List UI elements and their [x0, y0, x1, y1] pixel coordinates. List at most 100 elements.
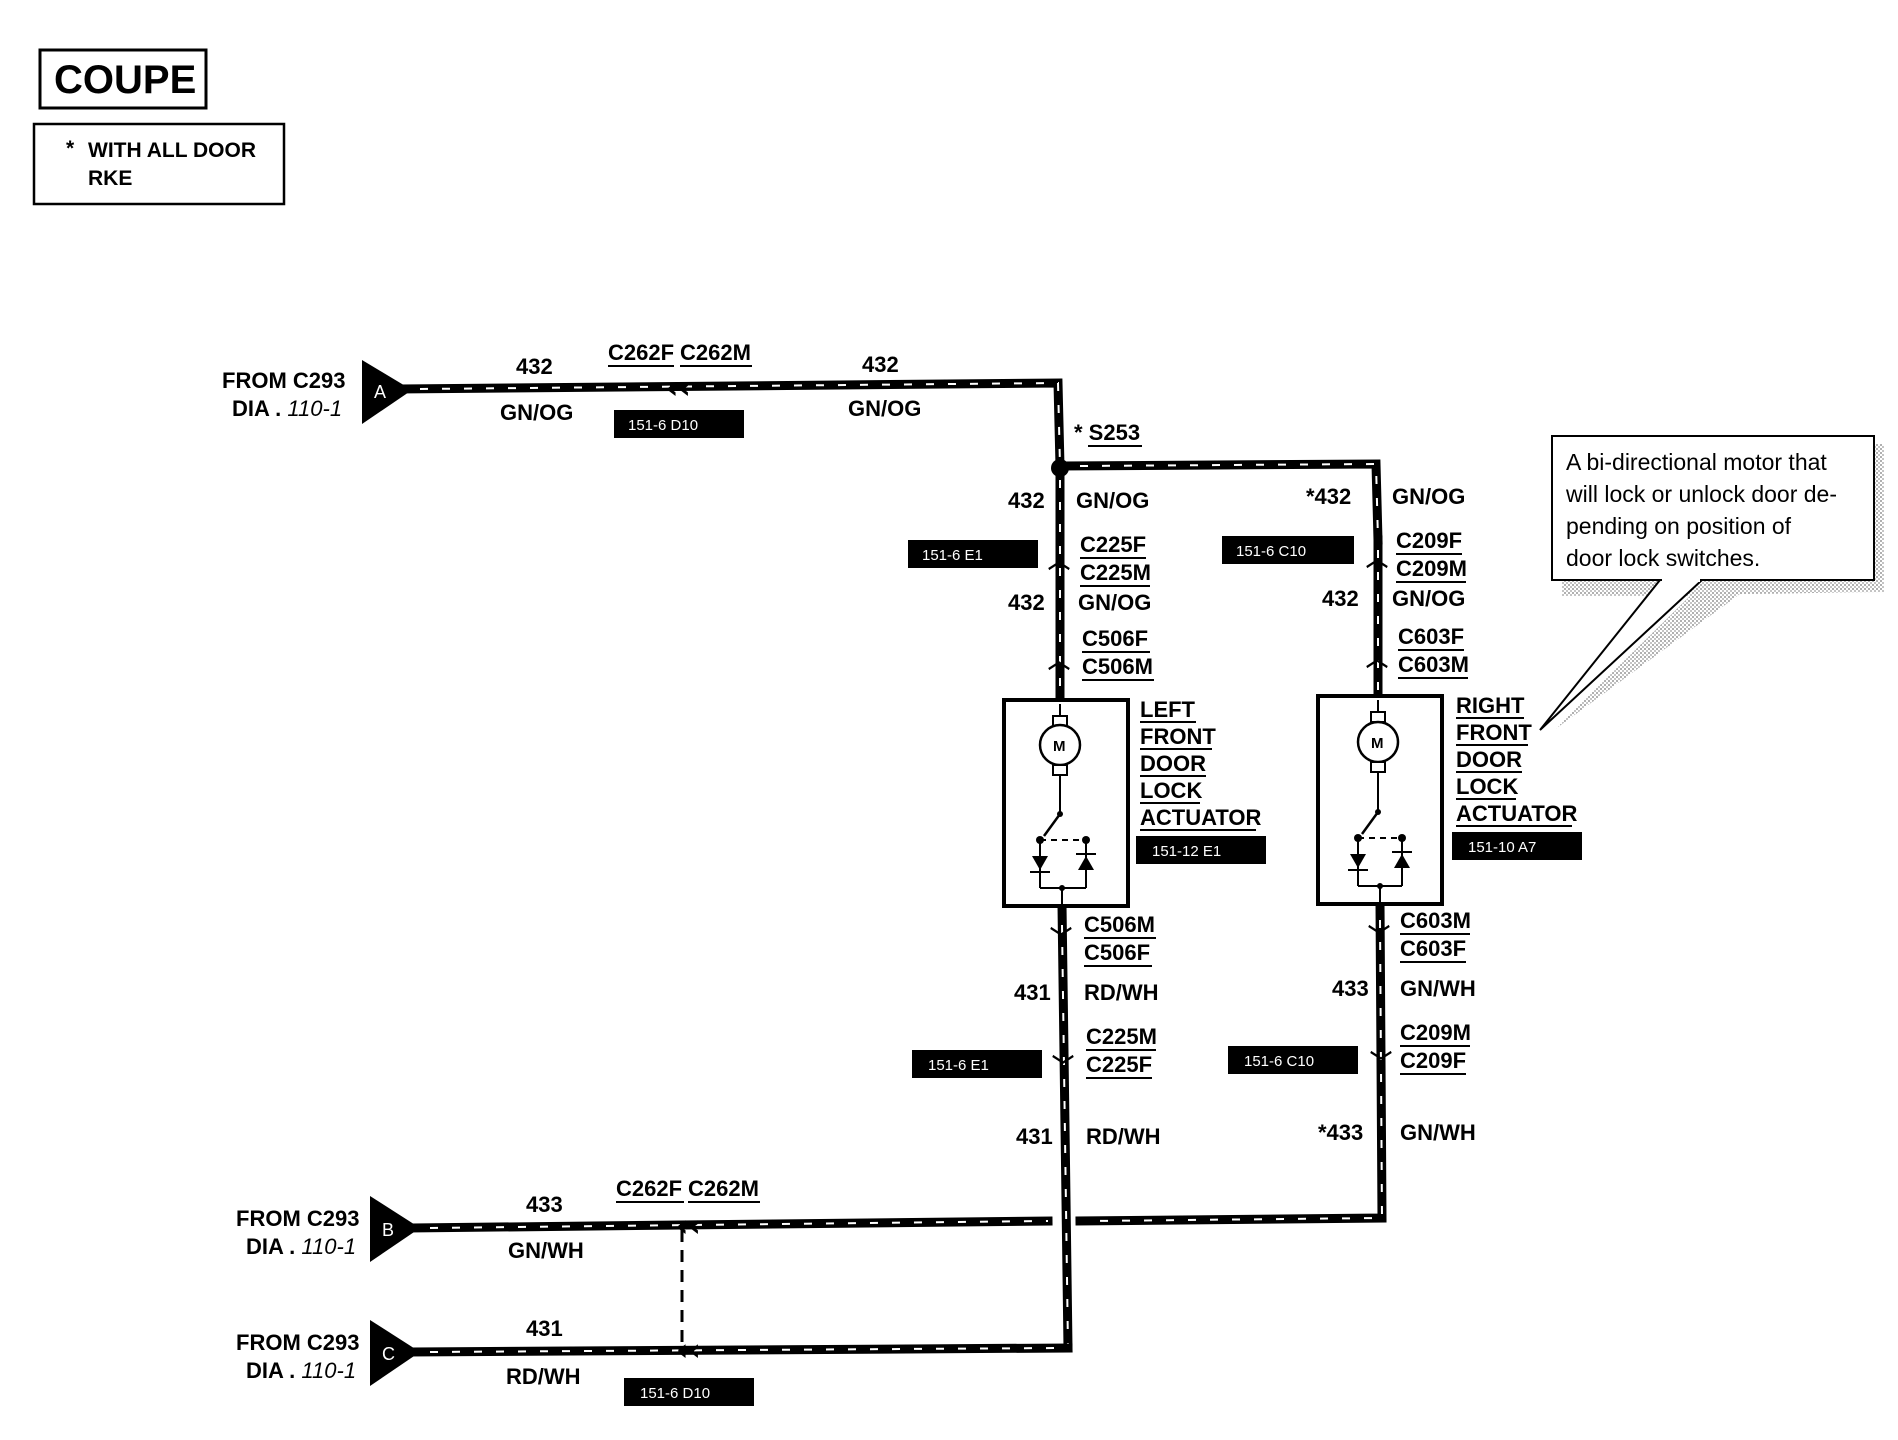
left-conn-1-bottom: C225M: [1080, 560, 1151, 585]
source-c-letter: C: [382, 1344, 395, 1364]
top-color-left: GN/OG: [500, 400, 573, 425]
left-circuit-3: 431: [1014, 980, 1051, 1005]
right-conn-3-bottom: C603F: [1400, 936, 1466, 961]
left-ref-4: 151-6 E1: [928, 1057, 989, 1074]
bottom-c-labels: 431 RD/WH ‹‹ 151-6 D10: [506, 1316, 754, 1406]
right-diode-1: [1350, 854, 1366, 868]
left-conn-3-top: C506M: [1084, 912, 1155, 937]
top-connector-symbol: ‹‹: [666, 371, 691, 406]
source-a-triangle: [362, 360, 412, 424]
bottom-c-circuit: 431: [526, 1316, 563, 1341]
page-title: COUPE: [54, 58, 196, 102]
source-a-letter: A: [374, 382, 386, 402]
right-ref-1-box: [1222, 536, 1354, 564]
source-b-dia: DIA . 110-1: [246, 1234, 356, 1259]
wires: [395, 378, 1387, 1357]
callout-line-4: door lock switches.: [1566, 545, 1760, 571]
wire-431-bottom-stripe: [429, 1347, 1061, 1353]
right-actuator-ref-box: [1452, 832, 1582, 860]
left-conn-2-top: C506F: [1082, 626, 1148, 651]
left-conn-3-symbol: ﹀: [1050, 927, 1072, 952]
right-actuator-line-3: DOOR: [1456, 747, 1522, 772]
source-b-letter: B: [382, 1220, 394, 1240]
left-actuator: M LEFT FRONT DOOR LOCK ACTUATOR 151-12 E…: [1002, 697, 1266, 908]
right-switch-blade: [1360, 811, 1380, 835]
callout-pointer: [1539, 579, 1705, 731]
wire-432-right-top: [1057, 459, 1383, 545]
source-a: A FROM C293 DIA . 110-1: [222, 360, 412, 424]
right-color-2: GN/OG: [1392, 586, 1465, 611]
right-conn-2-bottom: C603M: [1398, 652, 1469, 677]
left-diode-2: [1078, 856, 1094, 870]
right-motor-brush-bottom: [1370, 761, 1386, 773]
left-conn-2-bottom: C506M: [1082, 654, 1153, 679]
source-a-dia: DIA . 110-1: [232, 396, 342, 421]
footnote-box: [32, 122, 286, 206]
left-ref-1: 151-6 E1: [922, 547, 983, 564]
right-conn-1-symbol: ︿: [1366, 547, 1388, 572]
right-diode-2: [1394, 854, 1410, 868]
right-motor-brush: [1370, 711, 1386, 723]
wire-left-lower-stripe: [1061, 924, 1069, 1349]
right-circuit-4: *433: [1318, 1120, 1363, 1145]
left-branch-labels: 432 GN/OG 151-6 E1 ︿ C225F C225M 432 GN/…: [908, 488, 1161, 1149]
right-conn-4-top: C209M: [1400, 1020, 1471, 1045]
callout-box: [1551, 435, 1875, 581]
left-diode-1: [1032, 856, 1048, 870]
left-ref-1-box: [908, 540, 1038, 568]
right-ref-1: 151-6 C10: [1236, 543, 1306, 560]
right-actuator-line-5: ACTUATOR: [1456, 801, 1578, 826]
left-conn-4-symbol: ﹀: [1052, 1055, 1074, 1080]
right-color-1: GN/OG: [1392, 484, 1465, 509]
top-run-labels: 432 GN/OG 432 GN/OG C262F C262M ‹‹ 151-6…: [500, 340, 921, 438]
left-motor-brush-bottom: [1052, 764, 1068, 776]
bottom-b-connector-symbol: ‹‹: [676, 1209, 701, 1244]
left-circuit-1: 432: [1008, 488, 1045, 513]
right-actuator-line-2: FRONT: [1456, 720, 1532, 745]
source-b-triangle: [370, 1196, 420, 1262]
left-color-3: RD/WH: [1084, 980, 1159, 1005]
left-switch-blade: [1042, 813, 1062, 837]
left-conn-4-bottom: C225F: [1086, 1052, 1152, 1077]
right-motor-label: M: [1371, 735, 1384, 752]
left-actuator-line-4: LOCK: [1140, 778, 1202, 803]
left-ref-4-box: [912, 1050, 1042, 1078]
wire-432-top-stripe: [419, 381, 1061, 467]
bottom-c-connector-symbol: ‹‹: [676, 1333, 701, 1368]
left-conn-2-symbol: ︿: [1048, 649, 1070, 674]
left-conn-1-symbol: ︿: [1048, 549, 1070, 574]
right-conn-3-top: C603M: [1400, 908, 1471, 933]
right-conn-4-symbol: ﹀: [1370, 1051, 1392, 1076]
splice-s253-dot: [1051, 459, 1069, 477]
right-circuit-2: 432: [1322, 586, 1359, 611]
right-circuit-3: 433: [1332, 976, 1369, 1001]
bottom-b-conn-m: C262M: [688, 1176, 759, 1201]
source-c-dia: DIA . 110-1: [246, 1358, 356, 1383]
wire-433-bottom: [407, 1216, 1053, 1233]
source-b: B FROM C293 DIA . 110-1: [236, 1196, 420, 1262]
left-actuator-line-2: FRONT: [1140, 724, 1216, 749]
right-out-node: [1377, 883, 1383, 889]
right-actuator-line-4: LOCK: [1456, 774, 1518, 799]
left-actuator-line-5: ACTUATOR: [1140, 805, 1262, 830]
callout-line-2: will lock or unlock door de-: [1565, 481, 1837, 507]
left-conn-3-bottom: C506F: [1084, 940, 1150, 965]
wire-433-bottom-stripe: [429, 1220, 1049, 1229]
top-ref-box: [614, 410, 744, 438]
source-a-from: FROM C293: [222, 368, 345, 393]
right-color-4: GN/WH: [1400, 1120, 1476, 1145]
footnote-star: *: [66, 137, 75, 160]
source-c-triangle: [370, 1320, 420, 1386]
right-color-3: GN/WH: [1400, 976, 1476, 1001]
left-actuator-ref-box: [1136, 836, 1266, 864]
right-actuator: M RIGHT FRONT DOOR LOCK ACTUATOR 151-10 …: [1316, 693, 1582, 906]
left-color-1: GN/OG: [1076, 488, 1149, 513]
legend: COUPE * WITH ALL DOOR RKE: [32, 48, 286, 206]
bottom-c-color: RD/WH: [506, 1364, 581, 1389]
top-ref: 151-6 D10: [628, 417, 698, 434]
right-conn-3-symbol: ﹀: [1368, 925, 1390, 950]
left-conn-1-top: C225F: [1080, 532, 1146, 557]
right-ref-4-box: [1228, 1046, 1358, 1074]
top-conn-m: C262M: [680, 340, 751, 365]
